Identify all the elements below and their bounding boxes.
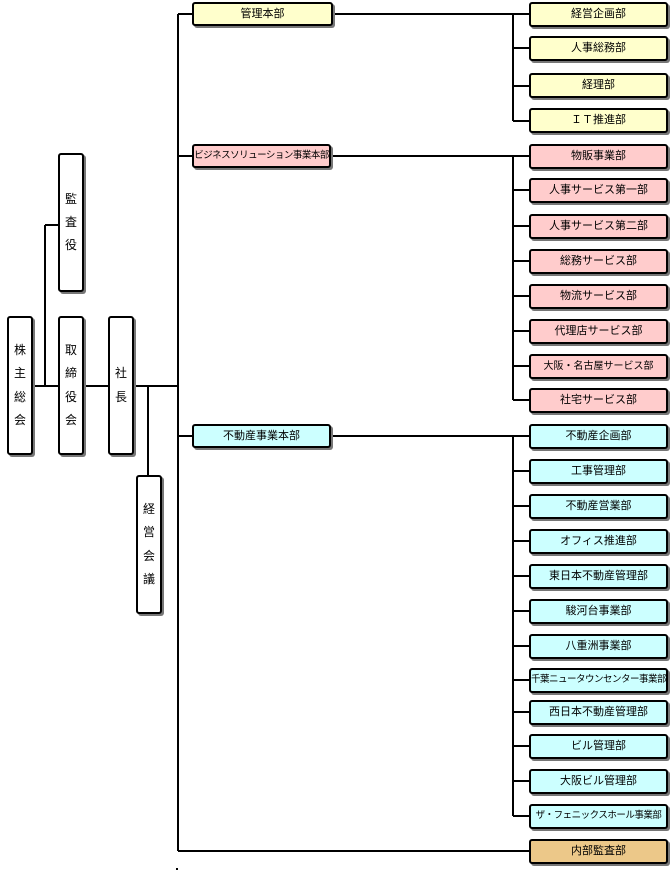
dept-box: ザ・フェニックスホール事業部 (529, 804, 668, 829)
shareholders-meeting-box: 株主総会 (7, 316, 33, 455)
vertical-char: 総 (13, 389, 26, 404)
dept-box: ビル管理部 (529, 734, 668, 759)
dept-box: 東日本不動産管理部 (529, 564, 668, 589)
dept-box: 経営企画部 (529, 2, 668, 27)
board-box: 取締役会 (58, 316, 84, 455)
division-box-real-estate: 不動産事業本部 (192, 424, 331, 448)
vertical-char: 役 (64, 238, 77, 253)
vertical-char: 議 (142, 571, 155, 586)
vertical-char: 役 (64, 389, 77, 404)
vertical-char: 長 (114, 389, 127, 404)
vertical-char: 会 (13, 412, 26, 427)
dept-box: 社宅サービス部 (529, 388, 668, 413)
vertical-char: 取 (64, 343, 77, 358)
vertical-char: 監 (64, 191, 77, 206)
vertical-char: 株 (13, 343, 26, 358)
dept-box: 千葉ニュータウンセンター事業部 (529, 668, 668, 693)
dept-box: 人事総務部 (529, 36, 668, 61)
stray-dot (176, 868, 178, 870)
vertical-char: 会 (64, 412, 77, 427)
division-box-business-solution: ビジネスソリューション事業本部 (192, 144, 331, 168)
dept-box: 不動産営業部 (529, 494, 668, 519)
dept-box: 八重洲事業部 (529, 634, 668, 659)
vertical-char: 査 (64, 214, 77, 229)
auditor-box: 監査役 (58, 153, 84, 292)
dept-box: 不動産企画部 (529, 424, 668, 449)
president-box: 社長 (108, 316, 134, 455)
dept-box: 人事サービス第一部 (529, 178, 668, 203)
dept-box: 工事管理部 (529, 459, 668, 484)
dept-box: 西日本不動産管理部 (529, 700, 668, 725)
dept-box: 人事サービス第二部 (529, 214, 668, 239)
vertical-char: 主 (13, 366, 26, 381)
dept-box: 経理部 (529, 73, 668, 98)
dept-box: 物販事業部 (529, 144, 668, 169)
dept-box: 代理店サービス部 (529, 319, 668, 344)
dept-box: 物流サービス部 (529, 284, 668, 309)
management-meeting-box: 経営会議 (136, 475, 162, 614)
vertical-char: 会 (142, 548, 155, 563)
vertical-char: 経 (142, 502, 155, 517)
dept-box: 大阪ビル管理部 (529, 769, 668, 794)
vertical-char: 社 (114, 366, 127, 381)
dept-box: 大阪・名古屋サービス部 (529, 354, 668, 379)
vertical-char: 営 (142, 525, 155, 540)
dept-box: 駿河台事業部 (529, 599, 668, 624)
vertical-char: 締 (64, 366, 77, 381)
division-box-kanri: 管理本部 (192, 2, 333, 26)
dept-box: ＩＴ推進部 (529, 108, 668, 133)
dept-box: オフィス推進部 (529, 529, 668, 554)
internal-audit-box: 内部監査部 (529, 839, 668, 864)
dept-box: 総務サービス部 (529, 249, 668, 274)
